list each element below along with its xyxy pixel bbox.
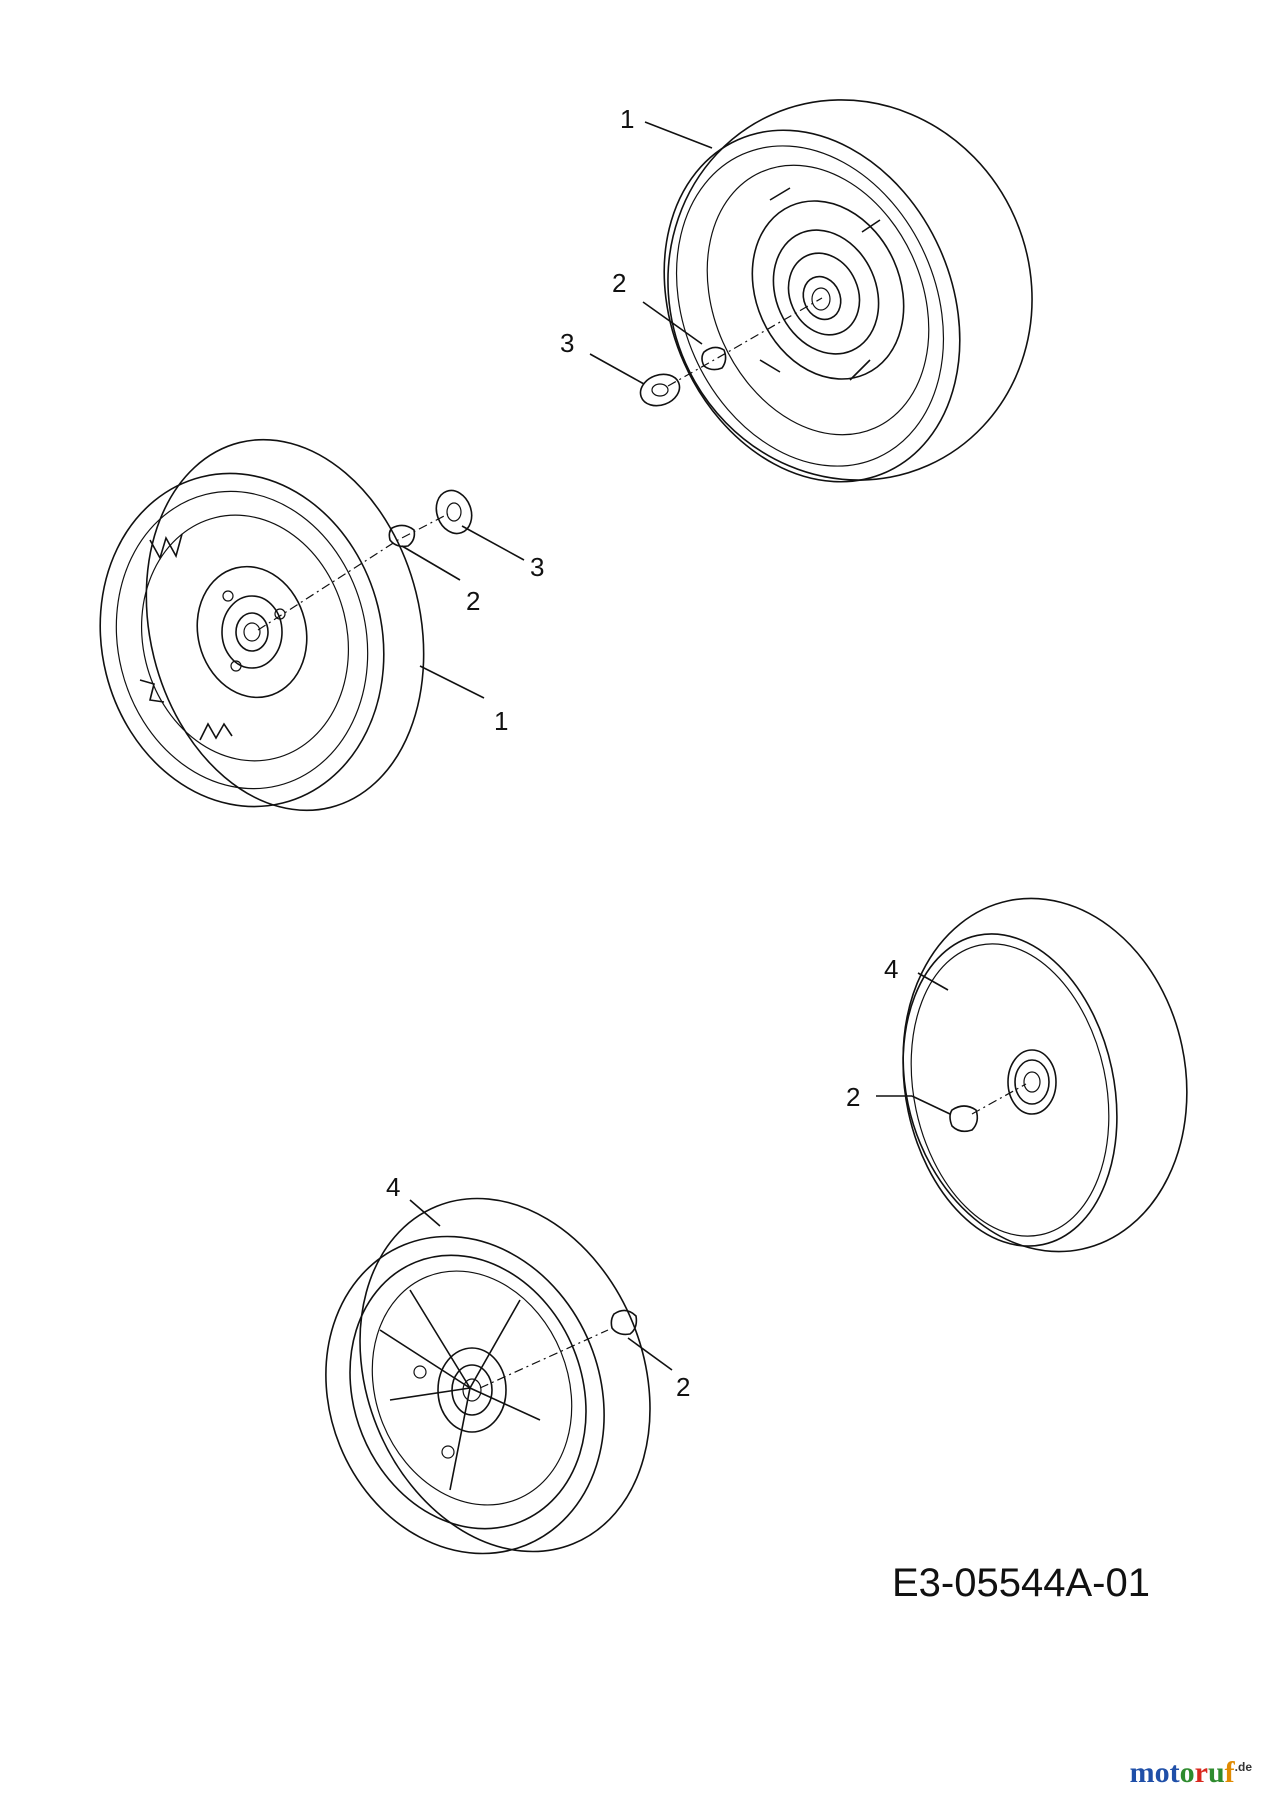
front-right-clip bbox=[949, 1105, 979, 1133]
callout-label: 2 bbox=[676, 1372, 690, 1402]
callout-label: 1 bbox=[494, 706, 508, 736]
callout-leader bbox=[589, 353, 645, 385]
rear-right-wheel bbox=[663, 99, 1033, 483]
rear-left-clip bbox=[388, 524, 416, 548]
callout-label: 2 bbox=[846, 1082, 860, 1112]
rear-left-washer bbox=[435, 489, 473, 535]
rear-left-hub bbox=[196, 565, 308, 699]
logo-text: motoruf bbox=[1130, 1756, 1235, 1789]
front-left-wheel bbox=[325, 1197, 651, 1555]
callout-label: 2 bbox=[466, 586, 480, 616]
callout-label: 3 bbox=[530, 552, 544, 582]
callout-label: 4 bbox=[884, 954, 898, 984]
motoruf-logo[interactable]: motoruf.de bbox=[1130, 1756, 1252, 1790]
front-right-axis-line bbox=[971, 1083, 1027, 1115]
logo-tld: .de bbox=[1234, 1760, 1252, 1774]
rear-right-clip bbox=[701, 346, 727, 371]
callout-leader bbox=[461, 525, 525, 561]
callout-leader bbox=[627, 1337, 673, 1371]
front-left-clip bbox=[610, 1309, 638, 1336]
logo-letter: u bbox=[1207, 1756, 1225, 1789]
rear-left-wheel bbox=[99, 438, 425, 812]
rear-right-washer bbox=[639, 373, 681, 407]
rear-left-axis-line bbox=[257, 513, 449, 631]
callout-leader bbox=[401, 545, 461, 581]
logo-letter: t bbox=[1169, 1756, 1180, 1789]
logo-letter: o bbox=[1179, 1756, 1195, 1789]
logo-letter: m bbox=[1129, 1756, 1155, 1789]
callout-leader bbox=[917, 972, 949, 991]
logo-letter: o bbox=[1154, 1756, 1170, 1789]
callout-leader bbox=[911, 1095, 951, 1115]
front-right-hub bbox=[1007, 1049, 1057, 1115]
front-left-hub bbox=[413, 1347, 507, 1459]
logo-letter: r bbox=[1194, 1756, 1208, 1789]
front-right-wheel bbox=[902, 897, 1188, 1253]
rear-right-hub bbox=[751, 200, 905, 380]
logo-letter: f bbox=[1224, 1756, 1235, 1789]
front-left-axis-line bbox=[479, 1329, 609, 1389]
callout-label: 3 bbox=[560, 328, 574, 358]
callout-label: 4 bbox=[386, 1172, 400, 1202]
callout-label: 2 bbox=[612, 268, 626, 298]
rear-right-axis-line bbox=[667, 297, 823, 387]
drawing-code: E3-05544A-01 bbox=[892, 1561, 1150, 1605]
callout-leader bbox=[419, 665, 485, 699]
callout-label: 1 bbox=[620, 104, 634, 134]
callout-leader bbox=[642, 301, 703, 345]
callout-leader bbox=[644, 121, 713, 149]
callout-leader bbox=[409, 1199, 441, 1227]
